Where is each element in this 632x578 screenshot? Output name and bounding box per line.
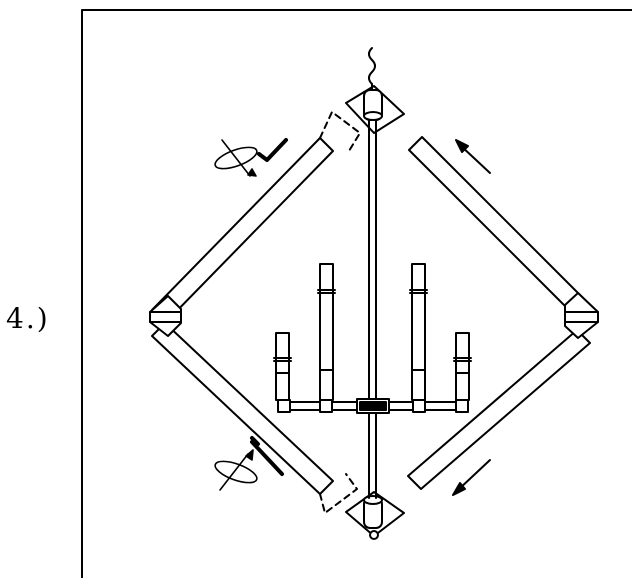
left-lower-dashed-guide [319, 473, 358, 514]
candle-sleeve-right-tall [409, 263, 428, 401]
hanging-hook-icon [368, 47, 376, 91]
candle-arm-bar [277, 398, 469, 414]
candle-sleeve-right-short [453, 332, 472, 401]
arrow-icon [452, 459, 491, 496]
left-upper-dashed-guide [319, 111, 361, 152]
arrow-icon [455, 139, 491, 174]
left-lower-rail [151, 322, 334, 495]
rotate-icon [214, 449, 258, 491]
top-hub-connector [345, 83, 405, 134]
checkmark-icon [257, 138, 288, 162]
left-corner-connector [149, 295, 182, 337]
l-bracket-icon [250, 440, 284, 476]
candle-sleeve-left-tall [317, 263, 336, 401]
step-number-label: 4.) [6, 302, 50, 335]
right-upper-rail [408, 136, 591, 319]
bottom-hub-connector [345, 491, 405, 540]
right-corner-connector [564, 292, 599, 339]
candle-sleeve-left-short [273, 332, 292, 401]
rotate-icon [214, 139, 258, 177]
diagram-frame [81, 9, 632, 578]
right-lower-rail [407, 329, 591, 490]
